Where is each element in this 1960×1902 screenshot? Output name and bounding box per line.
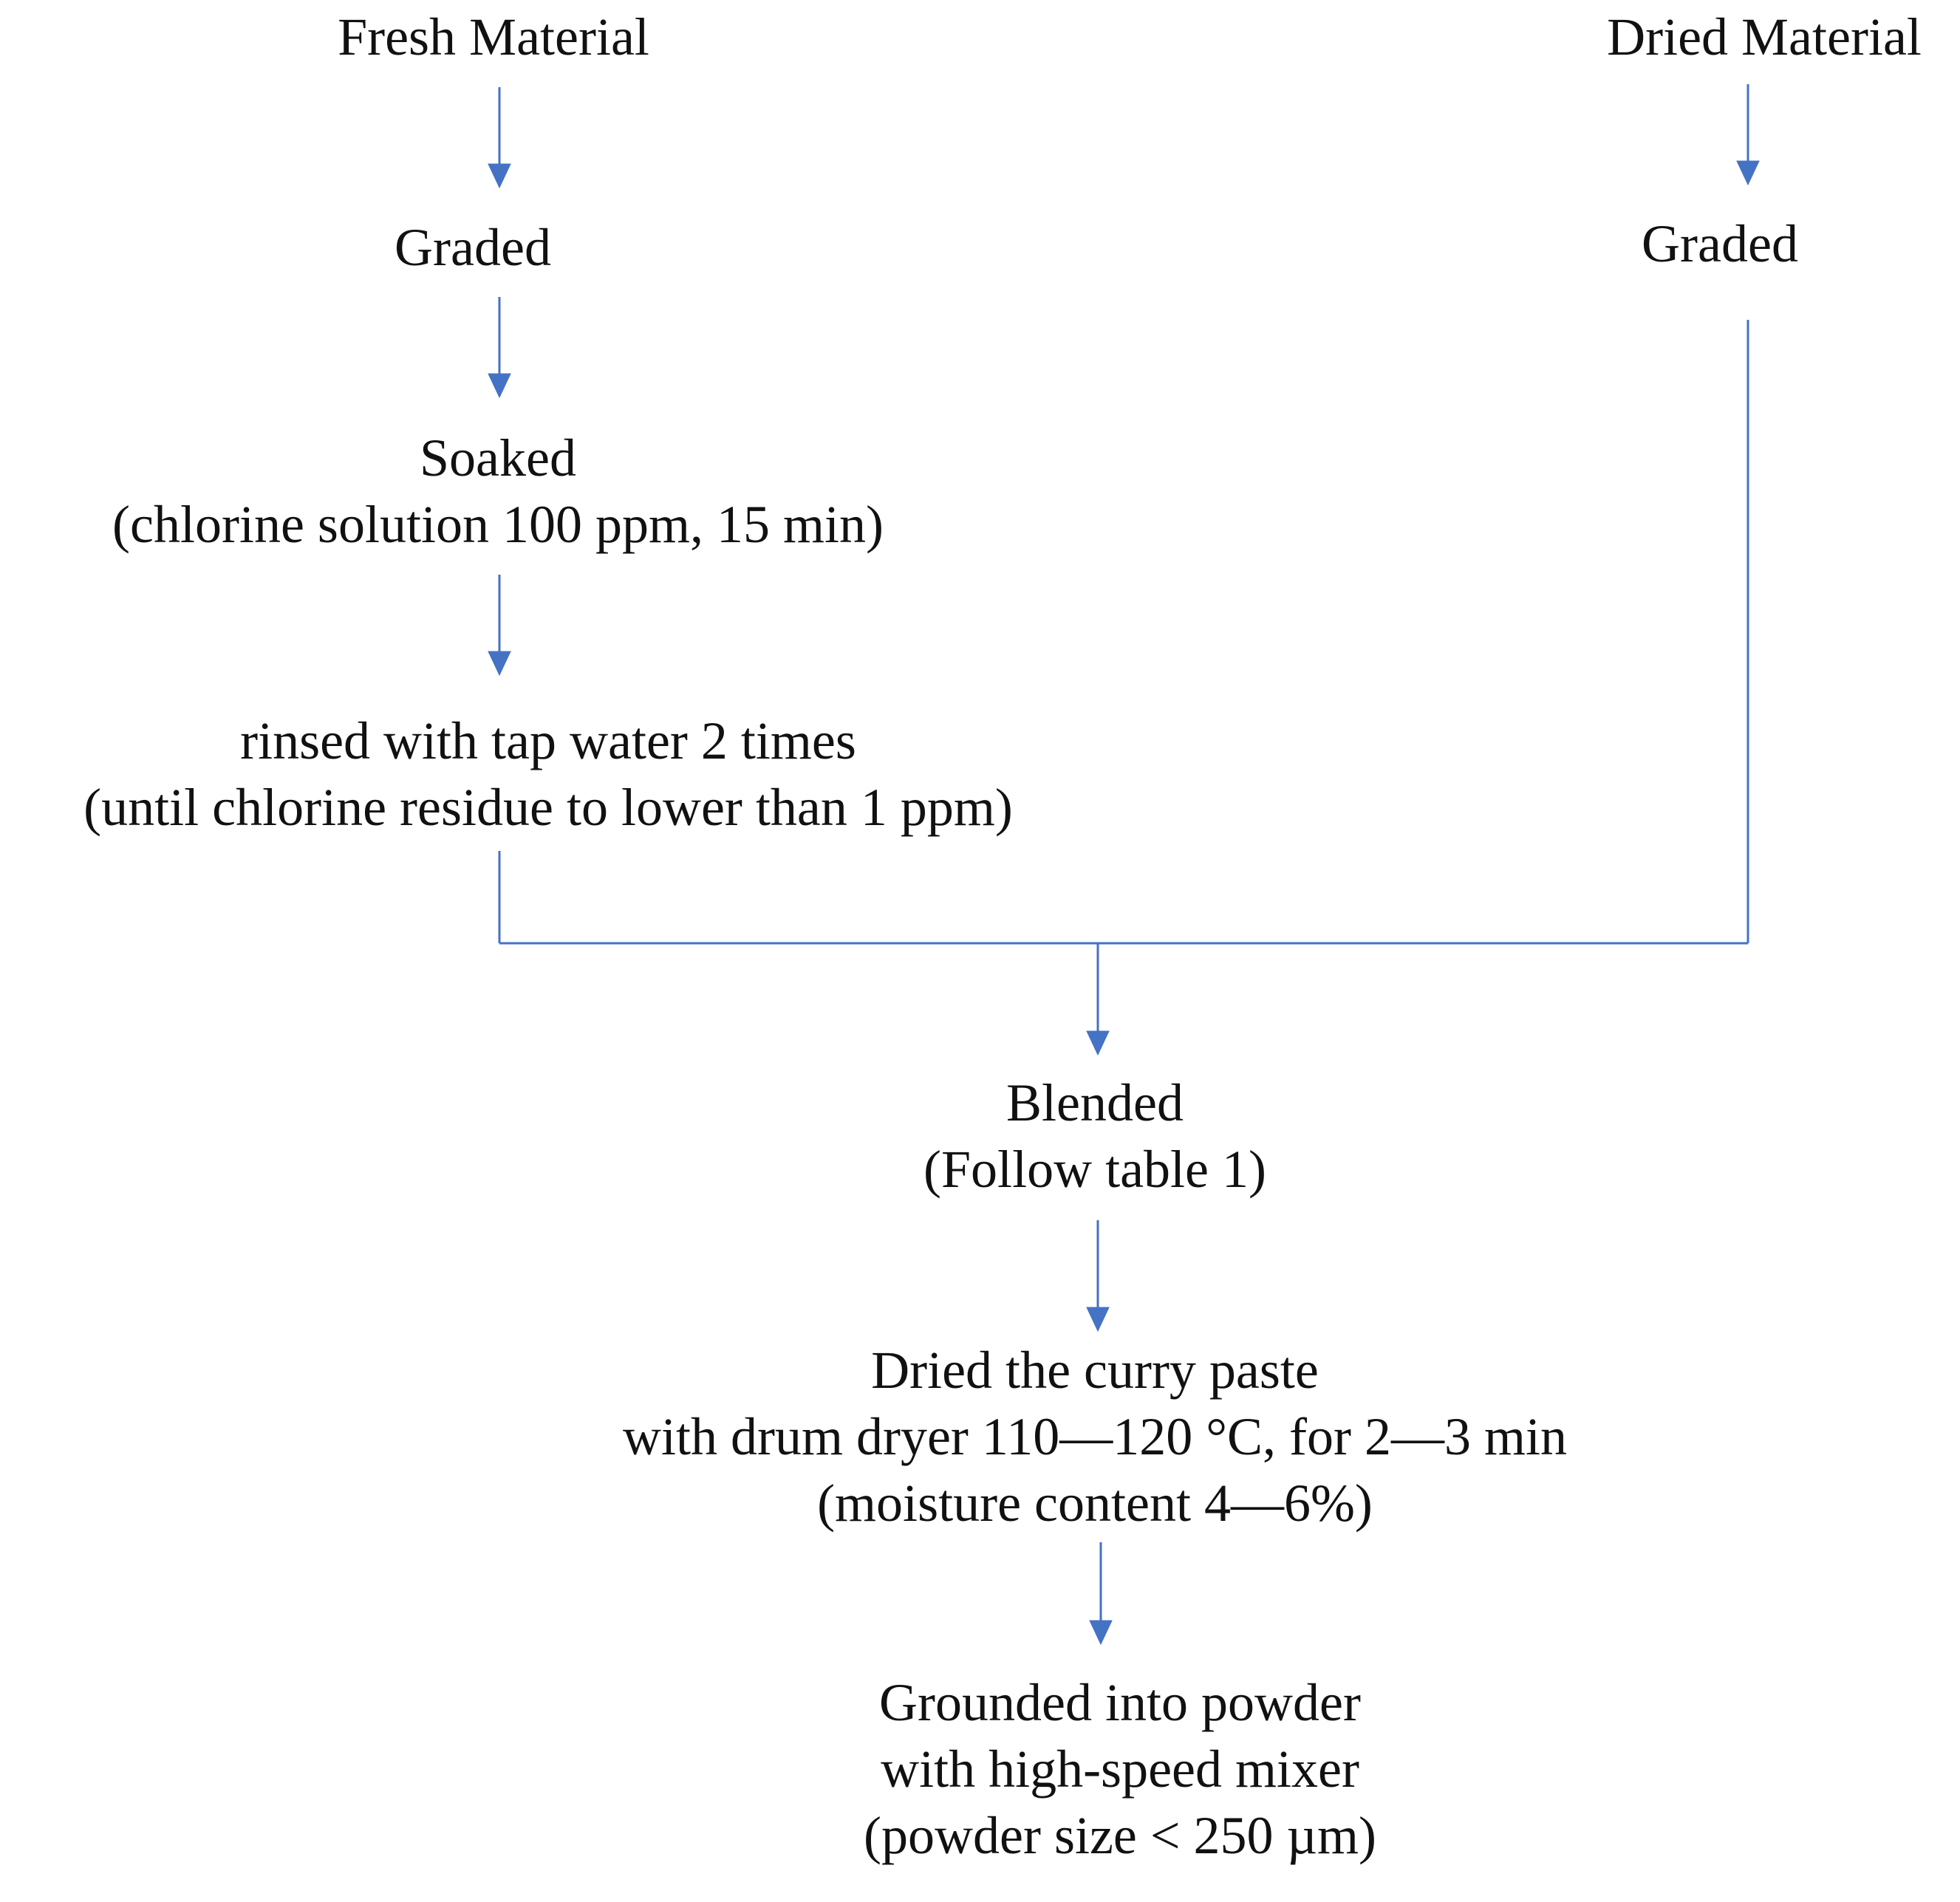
dried-graded-label: Graded — [1642, 211, 1798, 277]
fresh-material-label: Fresh Material — [338, 4, 649, 70]
arrowhead — [1086, 1307, 1110, 1333]
arrowhead — [1089, 1620, 1113, 1646]
blended-title: Blended — [1006, 1073, 1184, 1132]
grinding-size: (powder size < 250 µm) — [864, 1806, 1376, 1865]
rinsed-step: rinsed with tap water 2 times (until chl… — [83, 708, 1013, 841]
rinsed-detail: (until chlorine residue to lower than 1 … — [83, 778, 1013, 837]
drying-title: Dried the curry paste — [871, 1341, 1319, 1400]
rinsed-title: rinsed with tap water 2 times — [240, 711, 856, 770]
dried-material-title: Dried Material — [1607, 7, 1922, 66]
arrowheads — [488, 160, 1760, 1646]
fresh-graded-label: Graded — [395, 214, 551, 281]
fresh-graded-text: Graded — [395, 218, 551, 277]
connector-group — [498, 84, 1749, 1625]
dried-graded-text: Graded — [1642, 214, 1798, 273]
grinding-title: Grounded into powder — [879, 1673, 1361, 1732]
drying-equipment: with drum dryer 110—120 °C, for 2—3 min — [623, 1407, 1567, 1466]
blended-detail: (Follow table 1) — [923, 1140, 1266, 1199]
arrowhead — [488, 373, 511, 399]
blended-step: Blended (Follow table 1) — [923, 1070, 1266, 1203]
soaked-detail: (chlorine solution 100 ppm, 15 min) — [112, 495, 884, 554]
soaked-title: Soaked — [420, 428, 576, 488]
dried-material-label: Dried Material — [1607, 4, 1922, 70]
drying-step: Dried the curry paste with drum dryer 11… — [623, 1337, 1567, 1536]
soaked-step: Soaked (chlorine solution 100 ppm, 15 mi… — [112, 425, 884, 558]
grinding-equipment: with high-speed mixer — [881, 1739, 1359, 1799]
grinding-step: Grounded into powder with high-speed mix… — [864, 1669, 1376, 1869]
arrowhead — [1736, 160, 1760, 186]
arrowhead — [488, 651, 511, 677]
arrowhead — [1086, 1030, 1110, 1056]
arrowhead — [488, 163, 511, 189]
drying-moisture: (moisture content 4—6%) — [817, 1474, 1373, 1533]
fresh-material-title: Fresh Material — [338, 7, 649, 66]
